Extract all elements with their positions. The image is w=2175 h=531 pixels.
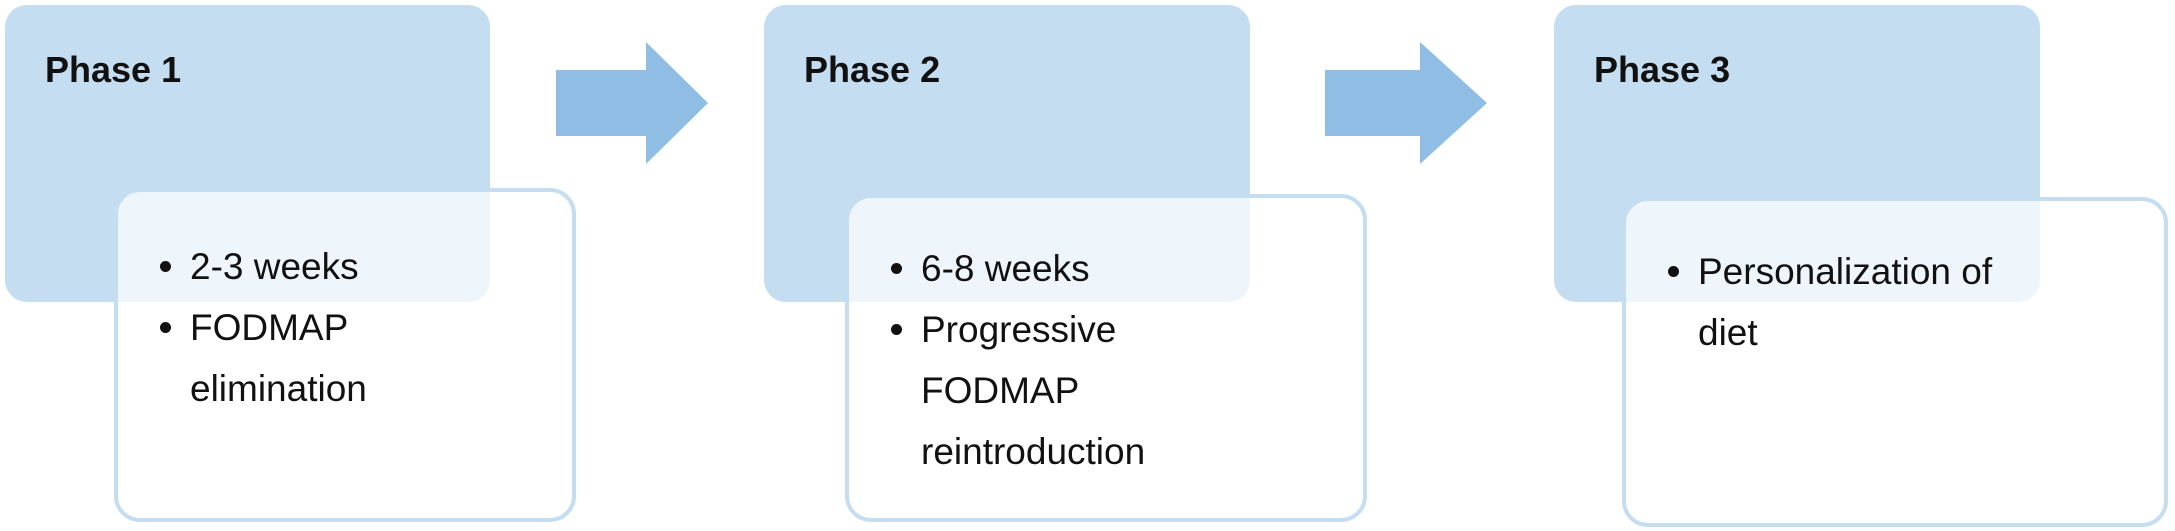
phase-2-detail-item: 6-8 weeks: [877, 238, 1181, 299]
phase-2-detail-list: 6-8 weeks Progressive FODMAP reintroduct…: [877, 238, 1181, 482]
phase-1-detail-item: FODMAP elimination: [146, 297, 400, 419]
phase-1-detail-item: 2-3 weeks: [146, 236, 400, 297]
right-arrow-icon: [556, 42, 708, 164]
phase-2-detail-item: Progressive FODMAP reintroduction: [877, 299, 1181, 482]
phase-1-title: Phase 1: [45, 49, 182, 90]
phase-3-detail-list: Personalization of diet: [1654, 241, 1998, 363]
phase-3-detail-box: Personalization of diet: [1622, 197, 2168, 527]
phase-2-detail-box: 6-8 weeks Progressive FODMAP reintroduct…: [845, 194, 1367, 522]
phase-1-detail-box: 2-3 weeks FODMAP elimination: [114, 188, 576, 522]
right-arrow-icon: [1325, 42, 1487, 164]
phase-1-detail-list: 2-3 weeks FODMAP elimination: [146, 236, 400, 419]
phase-2-title: Phase 2: [804, 49, 941, 90]
phase-3-title: Phase 3: [1594, 49, 1731, 90]
phase-3-detail-item: Personalization of diet: [1654, 241, 1998, 363]
